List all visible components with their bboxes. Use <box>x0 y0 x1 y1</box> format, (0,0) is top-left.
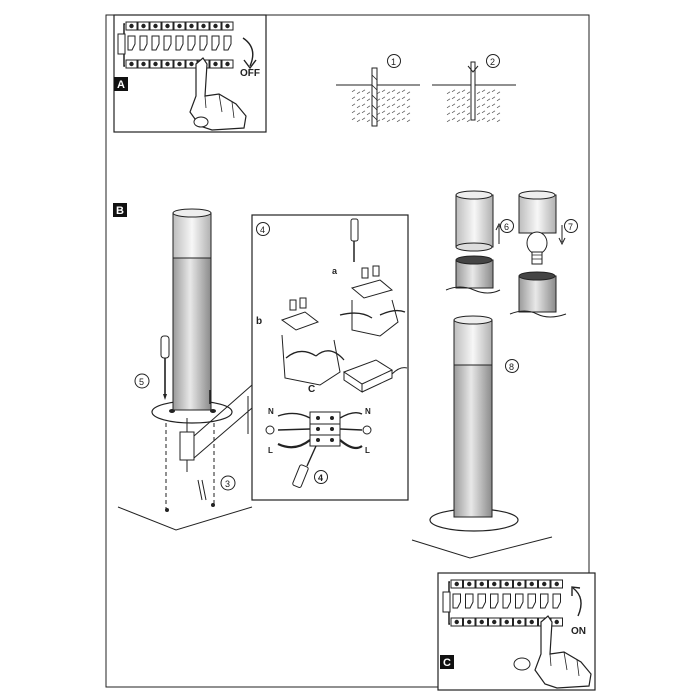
bollard-install: 5 3 <box>117 208 253 531</box>
panel-a: OFF A <box>113 14 267 133</box>
breaker-row-a <box>125 21 234 69</box>
breaker-switch <box>199 35 208 51</box>
breaker-switch <box>552 593 561 609</box>
bollard-diffuser <box>172 212 212 259</box>
section-b-label: B <box>116 205 124 217</box>
step-2-label: 2 <box>490 57 495 67</box>
diffuser-steps: 6 7 <box>445 190 578 318</box>
diffuser-lifted <box>518 194 557 234</box>
step-6-label: 6 <box>504 222 509 232</box>
finished-diffuser <box>453 319 493 366</box>
switch-on-arrow-icon <box>572 587 582 617</box>
finished-bollard: 8 <box>411 315 553 559</box>
breaker-switch <box>175 35 184 51</box>
step-4-label: 4 <box>260 225 265 235</box>
switch-off-arrow-icon <box>242 37 254 67</box>
step-1-label: 1 <box>391 57 396 67</box>
step-7-label: 7 <box>568 222 573 232</box>
breaker-switch <box>151 35 160 51</box>
breaker-switch <box>477 593 486 609</box>
breaker-row-c <box>450 579 563 627</box>
section-b-badge <box>113 203 127 217</box>
step-3-label: 3 <box>225 479 230 489</box>
earth-symbol-right <box>362 425 372 435</box>
breaker-switch <box>490 593 499 609</box>
breaker-switch <box>452 593 461 609</box>
breaker-switch <box>502 593 511 609</box>
ground-anchor-steps: 1 2 <box>336 54 516 127</box>
wire-l-left-label: L <box>268 446 273 455</box>
breaker-switch <box>163 35 172 51</box>
screwdriver-icon <box>160 335 170 400</box>
section-a-badge <box>114 77 128 91</box>
terminal-block-b <box>280 297 345 386</box>
step-5-label: 5 <box>139 377 144 387</box>
detail-screwdriver-icon <box>350 218 359 262</box>
wire-l-right-label: L <box>365 446 370 455</box>
breaker-switch <box>127 35 136 51</box>
breaker-switch <box>223 35 232 51</box>
step-8-label: 8 <box>509 362 514 372</box>
panel-c: ON C <box>437 572 596 691</box>
wire-n-left-label: N <box>268 407 274 416</box>
wall-plug-icon <box>470 61 476 121</box>
finished-body <box>453 364 493 518</box>
wire-n-right-label: N <box>365 407 371 416</box>
breaker-switch <box>139 35 148 51</box>
soil-hatch-1 <box>351 89 411 123</box>
section-c-label: C <box>443 657 451 669</box>
section-a-label: A <box>117 79 125 91</box>
section-c-badge <box>440 655 454 669</box>
wiring-detail: 4 a b C N N L L <box>251 214 409 501</box>
switch-on-label: ON <box>571 626 586 637</box>
light-bulb-icon <box>526 231 548 255</box>
wiring-sub-c-label: C <box>308 384 315 395</box>
bollard-body <box>172 257 212 411</box>
step-4-bottom-label: 4 <box>318 473 323 483</box>
diffuser-removed <box>455 194 494 248</box>
breaker-switch <box>211 35 220 51</box>
soil-hatch-2 <box>446 89 501 123</box>
wiring-sub-a-label: a <box>332 266 338 276</box>
breaker-switch <box>465 593 474 609</box>
outer-frame <box>105 14 590 688</box>
breaker-switch <box>187 35 196 51</box>
breaker-switch <box>540 593 549 609</box>
wiring-detail-frame <box>251 214 409 501</box>
terminal-block-a <box>339 265 406 337</box>
detail-screwdriver-small-icon <box>292 445 317 488</box>
hand-icon <box>189 57 247 131</box>
wiring-sub-b-label: b <box>256 316 262 327</box>
connector-block <box>309 411 341 447</box>
hand-c-icon <box>534 615 592 689</box>
breaker-switch <box>527 593 536 609</box>
breaker-switch <box>515 593 524 609</box>
earth-symbol-left <box>265 425 275 435</box>
bollard-top-socket <box>518 275 557 313</box>
junction-box <box>179 431 195 461</box>
switch-off-label: OFF <box>240 68 260 79</box>
